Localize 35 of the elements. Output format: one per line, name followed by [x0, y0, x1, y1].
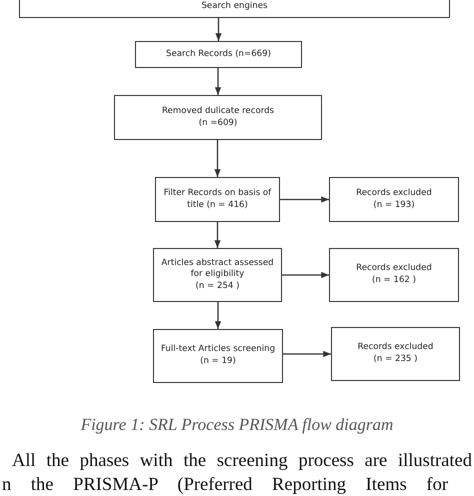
process-box: [153, 329, 283, 383]
box-text: Articles abstract assessed for eligibility: [160, 258, 275, 281]
figure-caption: Figure 1: SRL Process PRISMA flow diagram: [80, 415, 394, 435]
process-box: [153, 248, 282, 302]
arrow: [215, 18, 222, 41]
box-text: Removed dulicate records: [162, 106, 274, 118]
arrow: [214, 302, 222, 329]
process-box: [114, 95, 322, 140]
box-text: Search engines: [201, 1, 268, 13]
box-text: (n = 254 ): [196, 280, 240, 292]
process-box: [155, 177, 280, 222]
body-text: n the PRISMA-P (Preferred Reporting Items for: [2, 475, 448, 496]
box-text: (n = 162 ): [372, 275, 416, 287]
box-text: (n = 19): [200, 356, 236, 368]
box-text: (n =609): [198, 118, 238, 130]
box-text: Records excluded: [356, 188, 432, 200]
arrow: [282, 272, 329, 278]
process-box: [19, 0, 450, 18]
box-text: Search Records (n=669): [166, 48, 271, 60]
box-text: Records excluded: [356, 263, 432, 275]
arrow: [214, 68, 222, 95]
box-text: (n = 193): [373, 200, 415, 212]
process-box: [329, 248, 459, 302]
box-text: Filter Records on basis of title (n = 416): [162, 188, 272, 212]
box-text: Full-text Articles screening: [160, 344, 276, 356]
process-box: [329, 177, 459, 222]
arrow: [214, 140, 221, 177]
arrow: [214, 222, 221, 248]
process-box: [135, 41, 302, 68]
process-box: [331, 327, 460, 381]
arrow: [283, 350, 331, 358]
box-text: Records excluded: [358, 342, 434, 354]
body-text: All the phases with the screening process are illustrated: [12, 451, 472, 472]
arrow: [280, 196, 329, 203]
box-text: (n = 235 ): [374, 354, 418, 366]
